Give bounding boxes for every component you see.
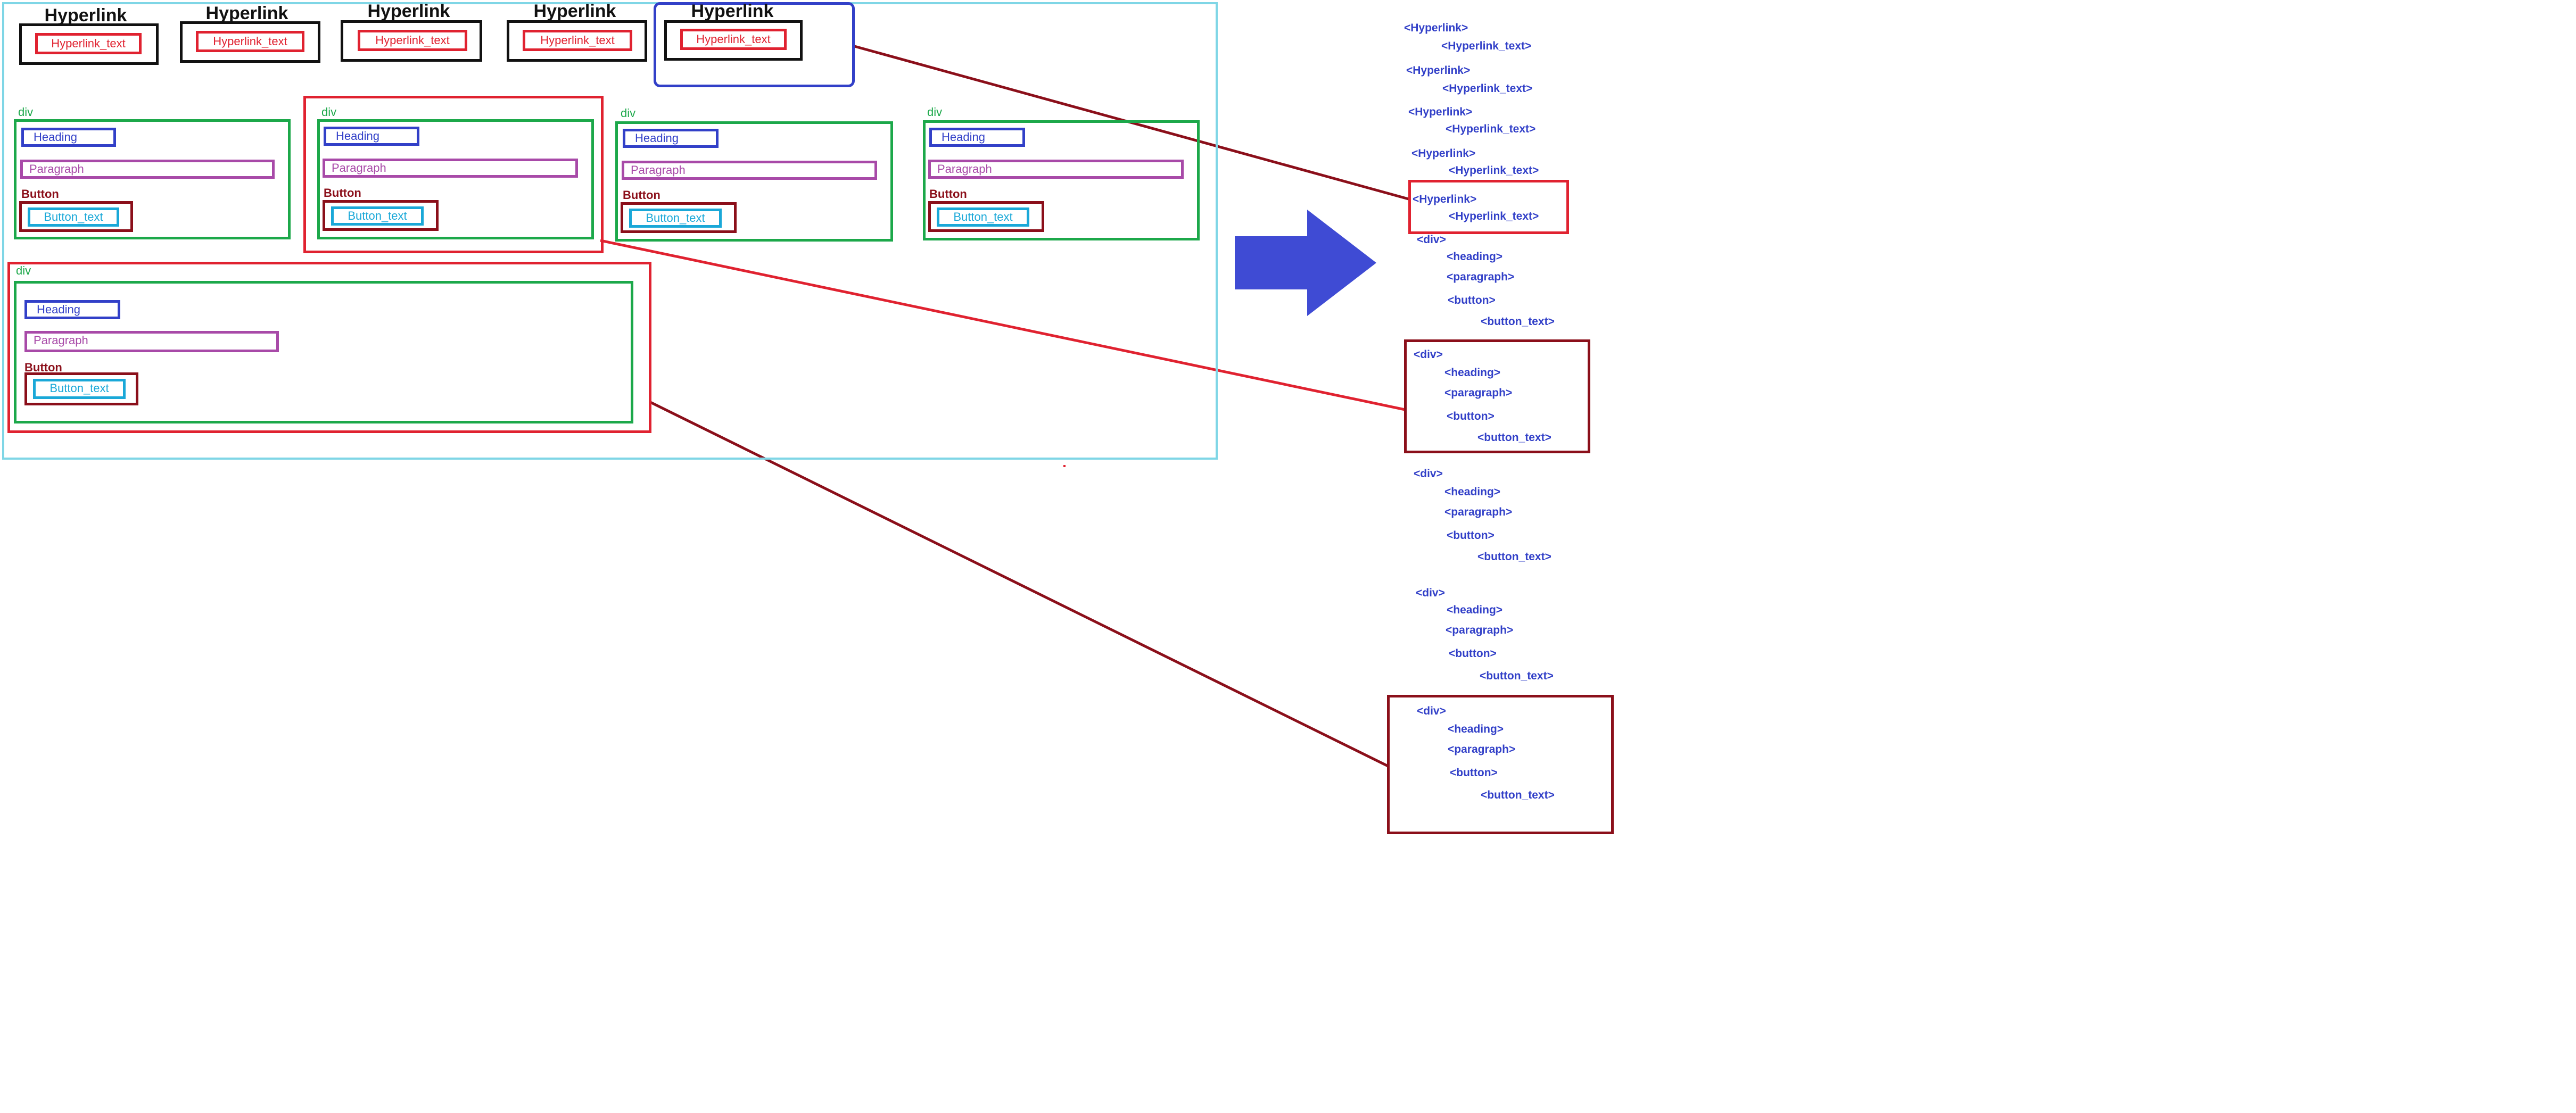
div-label: div — [621, 106, 636, 120]
button-text[interactable]: Button_text — [331, 206, 424, 226]
tree-hyperlink: <Hyperlink> — [1406, 64, 1471, 77]
tree-button: <button> — [1447, 410, 1495, 422]
button-label: Button — [623, 188, 660, 202]
heading-box: Heading — [324, 127, 419, 146]
tree-hyperlink: <Hyperlink> — [1408, 106, 1473, 118]
tree-button-text: <button_text> — [1481, 315, 1555, 328]
connector-wide-card — [648, 400, 1389, 768]
stray-mark — [1063, 465, 1066, 467]
tree-button: <button> — [1448, 294, 1496, 306]
button-box[interactable] — [19, 201, 133, 232]
tree-div: <div> — [1414, 468, 1443, 480]
arrow-right-icon — [1235, 210, 1376, 316]
div-box — [14, 281, 633, 423]
button-text[interactable]: Button_text — [33, 379, 126, 399]
tree-button-text: <button_text> — [1477, 431, 1551, 444]
tree-hyperlink-text: <Hyperlink_text> — [1449, 210, 1539, 222]
tree-button: <button> — [1449, 647, 1497, 660]
button-label: Button — [24, 361, 62, 374]
tree-heading: <heading> — [1448, 723, 1504, 735]
tree-hyperlink-text: <Hyperlink_text> — [1441, 40, 1532, 52]
tree-button: <button> — [1450, 767, 1498, 779]
tree-button: <button> — [1447, 529, 1495, 542]
tree-div: <div> — [1414, 348, 1443, 361]
button-box[interactable] — [24, 372, 138, 405]
hyperlink-text[interactable]: Hyperlink_text — [35, 33, 142, 54]
tree-div: <div> — [1416, 587, 1445, 599]
button-label: Button — [324, 186, 361, 200]
connector-card-2 — [600, 239, 1406, 411]
paragraph-box: Paragraph — [24, 331, 279, 352]
card-selection — [7, 262, 651, 433]
div-box — [317, 119, 594, 239]
tree-hyperlink-text: <Hyperlink_text> — [1449, 164, 1539, 177]
div-label: div — [321, 105, 337, 119]
hyperlink-text[interactable]: Hyperlink_text — [358, 30, 467, 51]
paragraph-box: Paragraph — [323, 159, 578, 178]
button-text[interactable]: Button_text — [28, 207, 119, 227]
hyperlink-label: Hyperlink — [533, 1, 616, 21]
hyperlink-text[interactable]: Hyperlink_text — [196, 31, 304, 52]
tree-hyperlink: <Hyperlink> — [1404, 22, 1468, 34]
paragraph-box: Paragraph — [928, 160, 1184, 179]
div-label: div — [18, 105, 34, 119]
card-selection — [303, 96, 604, 253]
button-text[interactable]: Button_text — [629, 209, 722, 228]
tree-hyperlink: <Hyperlink> — [1413, 193, 1477, 205]
div-label: div — [927, 105, 943, 119]
hyperlink-box[interactable] — [664, 20, 803, 61]
paragraph-box: Paragraph — [20, 160, 275, 179]
tree-hyperlink-text: <Hyperlink_text> — [1442, 82, 1533, 95]
hyperlink-box[interactable] — [180, 21, 320, 63]
tree-paragraph: <paragraph> — [1446, 624, 1514, 636]
div-box — [14, 119, 291, 239]
button-box[interactable] — [323, 200, 439, 231]
hyperlink-label: Hyperlink — [691, 1, 774, 21]
hyperlink-label: Hyperlink — [44, 5, 127, 26]
hyperlink-label: Hyperlink — [367, 1, 450, 21]
hyperlink-box[interactable] — [19, 23, 159, 65]
tree-div: <div> — [1417, 234, 1446, 246]
tree-paragraph: <paragraph> — [1444, 506, 1513, 518]
tree-button-text: <button_text> — [1480, 670, 1554, 682]
div-box — [615, 121, 893, 242]
tree-div: <div> — [1417, 705, 1446, 717]
button-text[interactable]: Button_text — [937, 207, 1029, 227]
tree-button-text: <button_text> — [1481, 789, 1555, 801]
tree-highlight-hyperlink — [1408, 180, 1569, 234]
div-label: div — [16, 264, 31, 277]
button-label: Button — [929, 187, 967, 201]
div-box — [923, 120, 1200, 240]
button-box[interactable] — [621, 202, 737, 233]
heading-box: Heading — [24, 300, 120, 319]
tree-paragraph: <paragraph> — [1448, 743, 1516, 755]
hyperlink-label: Hyperlink — [205, 3, 288, 23]
tree-hyperlink: <Hyperlink> — [1411, 147, 1476, 160]
tree-heading: <heading> — [1447, 604, 1503, 616]
tree-heading: <heading> — [1444, 367, 1501, 379]
hyperlink-box[interactable] — [341, 20, 482, 62]
heading-box: Heading — [623, 129, 719, 148]
tree-paragraph: <paragraph> — [1447, 271, 1515, 283]
hyperlink-selection — [654, 2, 855, 87]
page-frame — [2, 2, 1218, 460]
tree-hyperlink-text: <Hyperlink_text> — [1446, 123, 1536, 135]
hyperlink-text[interactable]: Hyperlink_text — [523, 30, 632, 51]
tree-button-text: <button_text> — [1477, 551, 1551, 563]
tree-paragraph: <paragraph> — [1444, 387, 1513, 399]
hyperlink-text[interactable]: Hyperlink_text — [680, 29, 787, 50]
button-label: Button — [21, 187, 59, 201]
tree-heading: <heading> — [1444, 486, 1501, 498]
heading-box: Heading — [21, 128, 116, 147]
button-box[interactable] — [928, 201, 1044, 232]
heading-box: Heading — [929, 128, 1025, 147]
tree-highlight-wide-card — [1387, 695, 1614, 834]
hyperlink-box[interactable] — [507, 20, 647, 62]
paragraph-box: Paragraph — [622, 161, 877, 180]
tree-heading: <heading> — [1447, 251, 1503, 263]
tree-highlight-card-2 — [1404, 339, 1590, 453]
